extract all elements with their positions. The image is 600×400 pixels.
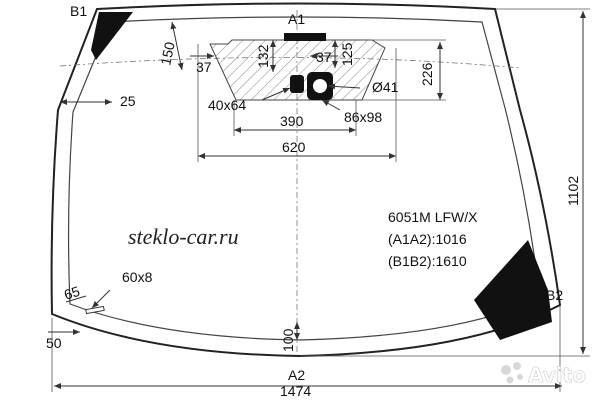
dim-line-40x64 — [261, 87, 291, 101]
spec-b1b2: (B1B2):1610 — [388, 253, 467, 269]
avito-logo: Avito — [501, 362, 586, 387]
windshield-outline — [50, 2, 562, 358]
label-b2: B2 — [546, 287, 563, 303]
dim-37-right: 37 — [316, 49, 332, 65]
dim-60x8: 60x8 — [122, 269, 153, 285]
dim-1102: 1102 — [565, 176, 581, 206]
camera-block-left — [290, 75, 304, 93]
label-a1: A1 — [288, 11, 305, 27]
label-b1: B1 — [70, 3, 87, 19]
dim-1474: 1474 — [280, 383, 311, 399]
dash-line-top — [59, 57, 521, 69]
dim-86x98: 86x98 — [344, 109, 382, 125]
part-code: 6051M LFW/X — [388, 209, 478, 225]
dim-150: 150 — [157, 40, 178, 66]
dim-65: 65 — [62, 283, 82, 303]
windshield-inner-edge — [67, 16, 541, 341]
dim-390: 390 — [280, 113, 304, 129]
vin-marker — [85, 305, 105, 315]
dim-line-d41 — [327, 83, 361, 90]
watermark-site: steklo-car.ru — [128, 224, 239, 249]
dim-line-86x98 — [321, 99, 341, 111]
dim-125: 125 — [339, 42, 355, 66]
spec-a1a2: (A1A2):1016 — [388, 231, 467, 247]
sensor-zone — [209, 39, 386, 101]
corner-b2-blackout — [474, 240, 552, 340]
dim-line-65 — [65, 295, 87, 303]
label-a2: A2 — [288, 367, 305, 383]
rain-sensor-circle — [311, 77, 329, 95]
dim-50: 50 — [46, 335, 62, 351]
dim-40x64: 40x64 — [208, 97, 246, 113]
dim-226: 226 — [419, 62, 435, 86]
a1-black-band — [284, 33, 326, 41]
dim-620: 620 — [282, 139, 306, 155]
avito-text: Avito — [528, 363, 586, 387]
avito-dot-3 — [506, 376, 514, 384]
avito-dot-2 — [513, 362, 521, 370]
dim-37-left: 37 — [196, 59, 212, 75]
dim-132: 132 — [255, 44, 271, 68]
avito-dot-4 — [517, 374, 523, 380]
dim-line-60x8 — [91, 289, 111, 309]
dim-line-150 — [170, 21, 184, 71]
dim-d41: Ø41 — [372, 79, 399, 95]
dim-25: 25 — [120, 93, 136, 109]
corner-b1-blackout — [91, 12, 133, 60]
dim-100: 100 — [280, 328, 296, 352]
avito-dot-1 — [501, 365, 511, 375]
